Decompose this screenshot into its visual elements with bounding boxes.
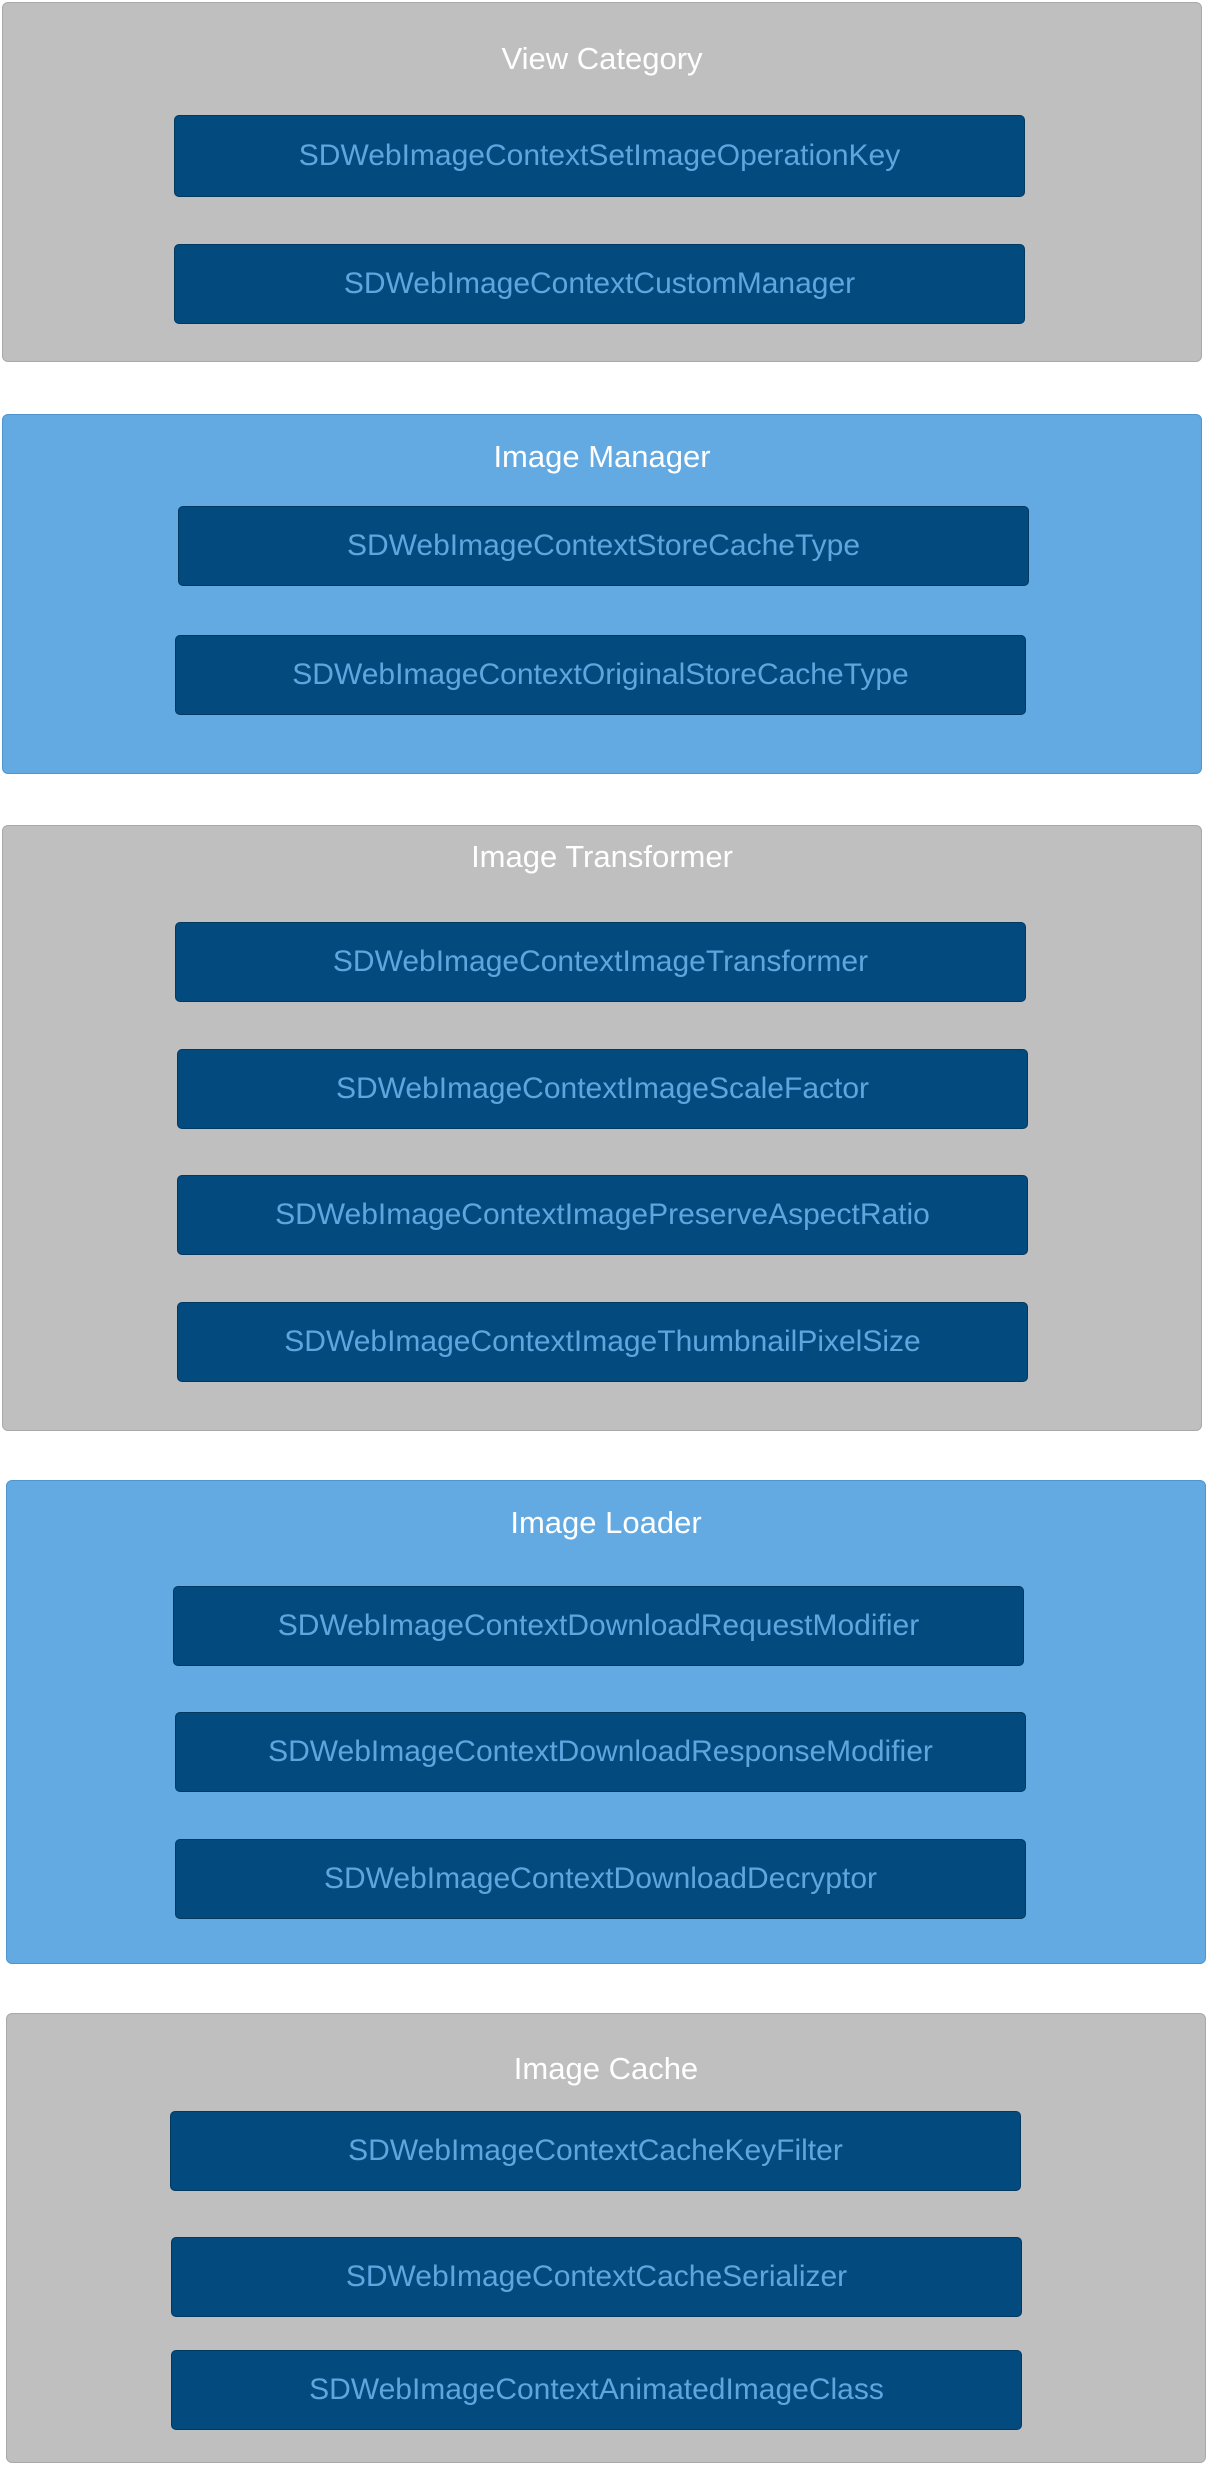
group-image-loader: Image Loader SDWebImageContextDownloadRe… — [6, 1480, 1206, 1964]
key-box: SDWebImageContextSetImageOperationKey — [174, 115, 1025, 197]
group-title: Image Cache — [513, 2051, 699, 2086]
group-image-manager: Image Manager SDWebImageContextStoreCach… — [2, 414, 1202, 774]
key-box: SDWebImageContextImageScaleFactor — [177, 1049, 1028, 1129]
group-title: View Category — [501, 41, 703, 76]
key-box: SDWebImageContextCacheSerializer — [171, 2237, 1022, 2317]
key-box: SDWebImageContextOriginalStoreCacheType — [175, 635, 1026, 715]
group-view-category: View Category SDWebImageContextSetImageO… — [2, 2, 1202, 362]
group-title: Image Transformer — [471, 839, 733, 874]
key-box: SDWebImageContextDownloadResponseModifie… — [175, 1712, 1026, 1792]
group-title: Image Loader — [510, 1505, 702, 1540]
group-title: Image Manager — [493, 439, 711, 474]
group-image-transformer: Image Transformer SDWebImageContextImage… — [2, 825, 1202, 1431]
key-box: SDWebImageContextImagePreserveAspectRati… — [177, 1175, 1028, 1255]
key-box: SDWebImageContextImageThumbnailPixelSize — [177, 1302, 1028, 1382]
key-box: SDWebImageContextStoreCacheType — [178, 506, 1029, 586]
key-box: SDWebImageContextImageTransformer — [175, 922, 1026, 1002]
key-box: SDWebImageContextCacheKeyFilter — [170, 2111, 1021, 2191]
group-image-cache: Image Cache SDWebImageContextCacheKeyFil… — [6, 2013, 1206, 2463]
key-box: SDWebImageContextDownloadRequestModifier — [173, 1586, 1024, 1666]
key-box: SDWebImageContextAnimatedImageClass — [171, 2350, 1022, 2430]
key-box: SDWebImageContextCustomManager — [174, 244, 1025, 324]
key-box: SDWebImageContextDownloadDecryptor — [175, 1839, 1026, 1919]
